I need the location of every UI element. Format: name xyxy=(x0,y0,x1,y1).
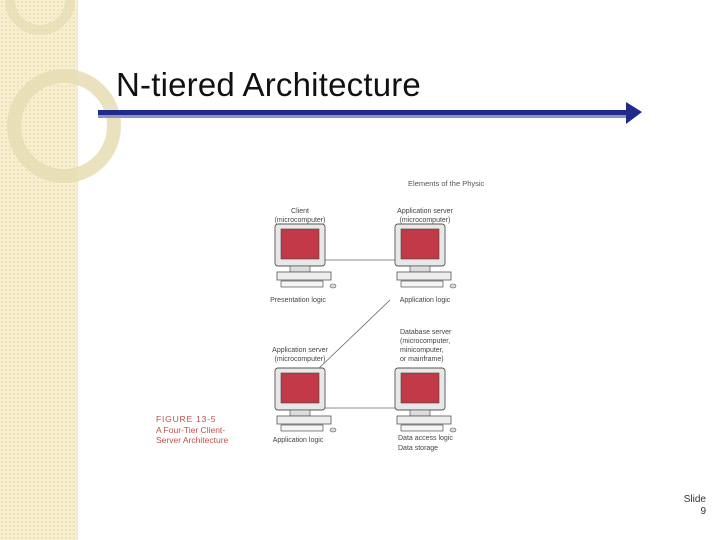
db-server-heading-line-3: minicomputer, xyxy=(400,347,444,354)
slide-number-label: Slide xyxy=(683,494,706,505)
link-app-server-to-app-server xyxy=(314,299,391,373)
figure-caption-number: FIGURE 13-5 xyxy=(156,414,217,424)
app-server-bottom-screen xyxy=(280,372,320,404)
client-footer-label: Presentation logic xyxy=(270,297,326,304)
figure-caption: FIGURE 13-5 A Four-Tier Client- Server A… xyxy=(156,414,228,446)
db-server-screen xyxy=(400,372,440,404)
app-server-top-heading-line-2: (microcomputer) xyxy=(400,217,451,224)
db-server-footer-line-2: Data storage xyxy=(398,445,438,452)
slide-number-block: Slide 9 xyxy=(666,494,706,518)
client-computer xyxy=(274,223,337,289)
slide-title: N-tiered Architecture xyxy=(116,66,421,103)
app-server-bottom-heading-line-2: (microcomputer) xyxy=(275,356,326,363)
db-server-heading-line-1: Database server xyxy=(400,329,452,336)
db-server-heading-line-2: (microcomputer, xyxy=(400,338,450,345)
db-server-computer xyxy=(394,367,457,433)
app-server-bottom-heading-line-1: Application server xyxy=(272,347,328,354)
app-server-top-screen xyxy=(400,228,440,260)
app-server-top-footer-label: Application logic xyxy=(400,297,451,304)
title-underline-rule xyxy=(98,102,642,124)
figure-caption-line-2: A Four-Tier Client- xyxy=(156,424,226,435)
figure-header-text: Elements of the Physic xyxy=(408,179,485,188)
slide-number-value: 9 xyxy=(700,506,706,517)
app-server-bottom-footer-label: Application logic xyxy=(273,437,324,444)
app-server-top-heading-line-1: Application server xyxy=(397,208,453,215)
client-screen xyxy=(280,228,320,260)
db-server-heading-line-4: or mainframe) xyxy=(400,356,444,363)
db-server-footer-line-1: Data access logic xyxy=(398,435,453,442)
app-server-top-computer xyxy=(394,223,457,289)
figure-caption-line-3: Server Architecture xyxy=(156,435,229,445)
architecture-diagram: Elements of the Physic Client (microcomp… xyxy=(270,179,485,452)
decorative-circles xyxy=(5,0,121,183)
app-server-bottom-computer xyxy=(274,367,337,433)
client-heading-line-1: Client xyxy=(291,208,309,215)
four-tier-architecture-figure: Elements of the Physic Client (microcomp… xyxy=(150,172,530,462)
client-heading-line-2: (microcomputer) xyxy=(275,217,326,224)
